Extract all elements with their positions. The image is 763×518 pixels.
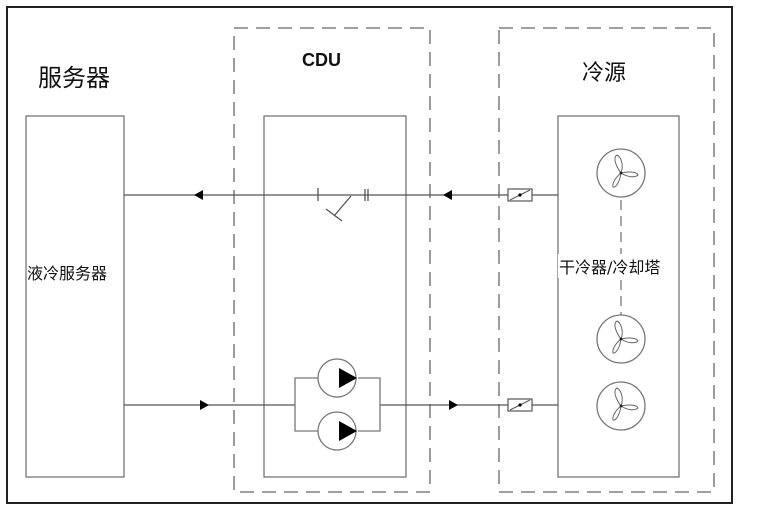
flow-arrow-left-icon bbox=[194, 190, 203, 200]
cdu-section-title: CDU bbox=[302, 50, 341, 70]
flow-arrow-right-icon bbox=[449, 400, 458, 410]
cdu-box bbox=[263, 115, 407, 478]
parallel-pump-group bbox=[294, 377, 381, 432]
cdu-section-boundary bbox=[233, 27, 431, 493]
cold-source-section-title: 冷源 bbox=[582, 61, 627, 86]
outer-frame bbox=[6, 6, 733, 504]
pump-icon bbox=[317, 411, 357, 451]
flow-arrow-left-icon bbox=[443, 190, 452, 200]
liquid-cooled-server-box bbox=[25, 115, 125, 478]
fan-icon bbox=[596, 148, 646, 198]
dry-cooler-tower-label: 干冷器/冷却塔 bbox=[558, 254, 662, 278]
server-section-title: 服务器 bbox=[38, 64, 110, 92]
liquid-cooled-server-label: 液冷服务器 bbox=[27, 264, 108, 283]
check-valve-icon bbox=[317, 188, 369, 222]
cold-source-section-boundary bbox=[498, 27, 715, 493]
supply-pipe bbox=[124, 190, 558, 200]
return-pipe bbox=[124, 400, 558, 410]
fan-icon bbox=[596, 314, 646, 364]
regulating-valve-icon bbox=[507, 398, 533, 412]
pump-icon bbox=[317, 358, 357, 398]
flow-arrow-right-icon bbox=[200, 400, 209, 410]
cold-source-box bbox=[557, 115, 680, 478]
fan-icon bbox=[596, 381, 646, 431]
regulating-valve-icon bbox=[507, 188, 533, 202]
